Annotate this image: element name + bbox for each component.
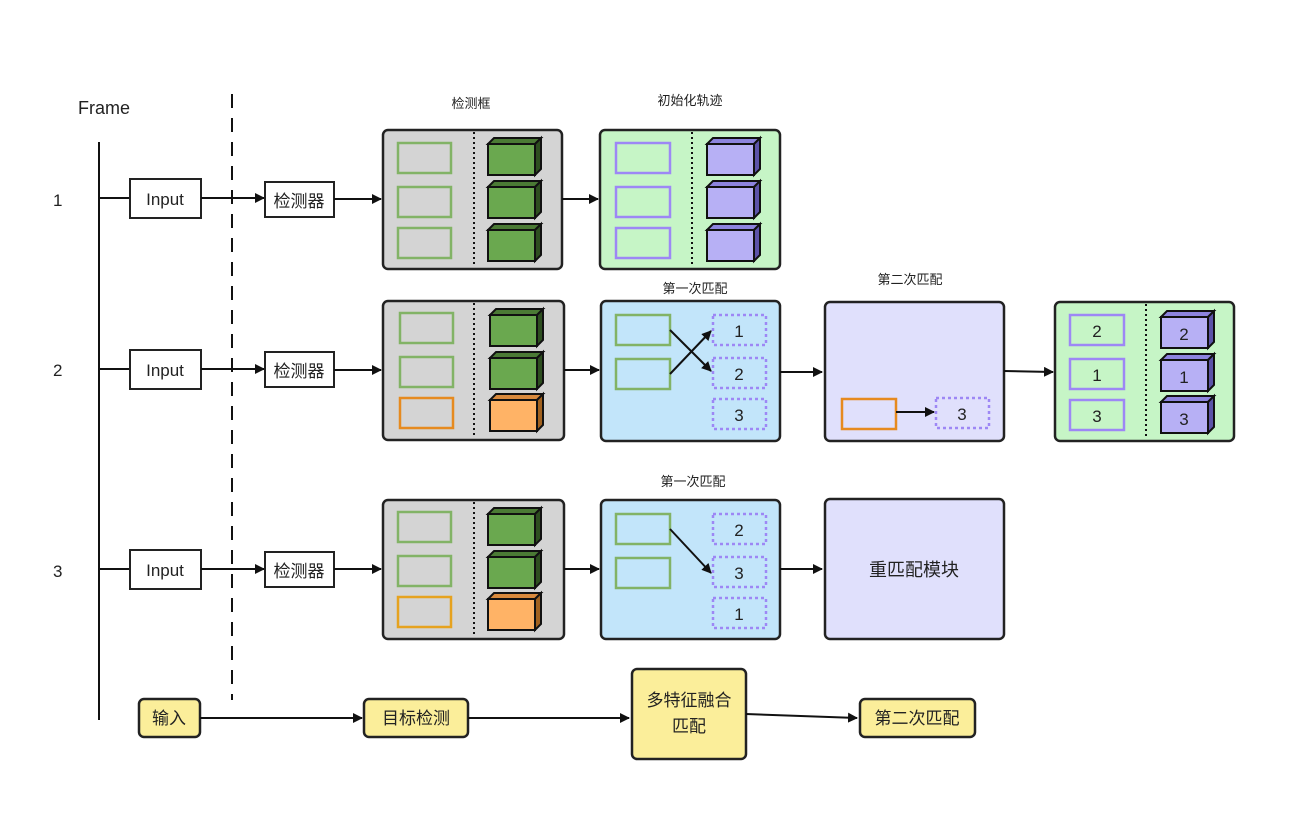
row3-match-track-2 [711,555,768,589]
row3-first-match-panel [599,498,782,641]
row3-det-cube-2 [485,548,544,591]
row2-second-match-track-label: 3 [957,405,966,424]
row2-result-box-2-label: 1 [1092,366,1101,385]
row2-second-match-det-box [840,397,898,431]
row3-det-cube-3-orange [485,590,544,633]
row1-det-cube-3 [485,221,544,264]
row-3: Input 检测器 2 3 1 重匹配模块 [99,497,1006,641]
row2-match-track-1 [711,313,768,347]
row-1: Input 检测器 [99,128,782,271]
row1-det-cube-2 [485,178,544,221]
row1-det-box-3 [396,226,453,260]
row2-result-cube-1-label: 2 [1179,325,1188,344]
row2-second-match-track [934,396,991,430]
row1-track-cube-1 [704,135,763,178]
row3-match-track-1 [711,512,768,546]
row2-result-box-3-label: 3 [1092,407,1101,426]
row2-result-box-1 [1068,313,1126,347]
row2-match-track-2 [711,356,768,390]
row2-input-label: Input [146,361,184,380]
row1-det-cube-1 [485,135,544,178]
frame-number-2: 2 [53,361,62,380]
row1-track-box-3 [614,226,672,260]
row2-det-cube-1 [487,306,546,349]
row2-match-track-3-label: 3 [734,406,743,425]
pipeline-legend: 输入 目标检测 多特征融合 匹配 第二次匹配 [137,667,977,761]
row3-det-box-3-orange [396,595,453,629]
row2-match-track-1-label: 1 [734,322,743,341]
row1-detector-box [264,181,335,218]
caption-init-tracks: 初始化轨迹 [657,93,722,108]
row3-match-det-box-2 [614,556,672,590]
row2-match-track-3 [711,397,768,431]
row2-result-box-2 [1068,357,1126,391]
row2-detector-label: 检测器 [274,362,325,381]
row1-track-cube-3 [704,221,763,264]
frame-number-3: 3 [53,562,62,581]
caption-detection-boxes: 检测框 [451,96,490,111]
row3-match-track-3 [711,596,768,630]
row-2: Input 检测器 1 2 3 3 2 [99,299,1236,443]
row2-result-box-3 [1068,398,1126,432]
caption-first-match-row2: 第一次匹配 [662,281,727,296]
row2-result-box-1-label: 2 [1092,322,1101,341]
row2-match-track-2-label: 2 [734,365,743,384]
row2-second-match-panel [823,300,1006,443]
row2-result-cube-2 [1158,351,1217,394]
pipeline-fusion-label-2: 匹配 [672,717,706,736]
pipeline-second-match-box [858,697,977,739]
frame-number-1: 1 [53,191,62,210]
row3-match-arrow [669,528,712,574]
row3-detector-box [264,551,335,588]
row2-det-box-3-orange [398,396,455,430]
row1-det-box-1 [396,141,453,175]
row1-detector-label: 检测器 [274,192,325,211]
row2-det-box-2 [398,355,455,389]
row3-rematch-module-label: 重匹配模块 [869,560,959,580]
row2-det-cube-2 [487,349,546,392]
row2-result-cube-1 [1158,308,1217,351]
row3-input-label: Input [146,561,184,580]
row1-track-cube-2 [704,178,763,221]
pipeline-input-label: 输入 [152,709,186,728]
row2-result-cube-3 [1158,393,1217,436]
row3-match-track-2-label: 3 [734,564,743,583]
pipeline-detect-label: 目标检测 [382,709,450,728]
row2-det-cube-3-orange [487,391,546,434]
caption-second-match: 第二次匹配 [877,272,942,287]
row2-det-box-1 [398,311,455,345]
caption-first-match-row3: 第一次匹配 [660,474,725,489]
row2-first-match-panel [599,299,782,443]
row2-detector-box [264,351,335,388]
pipeline-second-match-label: 第二次匹配 [875,709,960,728]
row3-det-box-2 [396,554,453,588]
row2-arrow-to-result [1003,366,1054,377]
row2-result-cube-3-label: 3 [1179,410,1188,429]
row2-input-box [129,349,202,390]
row2-cross-arrow-up [669,330,712,375]
row3-rematch-module [823,497,1006,641]
row1-det-box-2 [396,185,453,219]
row1-input-label: Input [146,190,184,209]
row3-input-box [129,549,202,590]
pipeline-arrow-3 [745,712,858,723]
row3-match-track-3-label: 1 [734,605,743,624]
row1-track-box-2 [614,185,672,219]
row3-det-box-1 [396,510,453,544]
pipeline-fusion-box [630,667,748,761]
frame-label: Frame [78,98,130,118]
row3-det-cube-1 [485,505,544,548]
pipeline-fusion-label-1: 多特征融合 [647,691,732,710]
row2-cross-arrow-down [669,329,712,372]
row2-result-cube-2-label: 1 [1179,368,1188,387]
row3-detector-label: 检测器 [274,562,325,581]
row3-match-track-1-label: 2 [734,521,743,540]
row1-track-box-1 [614,141,672,175]
